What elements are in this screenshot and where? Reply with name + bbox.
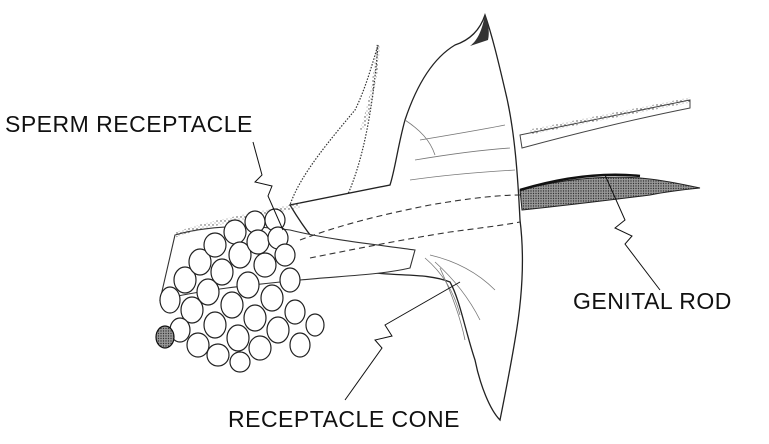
leader-receptacle-cone	[345, 282, 460, 400]
label-genital-rod: GENITAL ROD	[573, 290, 732, 313]
label-sperm-receptacle: SPERM RECEPTACLE	[5, 113, 253, 136]
receptacle-cone-body	[290, 15, 522, 420]
dark-egg	[156, 326, 174, 348]
label-receptacle-cone: RECEPTACLE CONE	[228, 408, 460, 431]
